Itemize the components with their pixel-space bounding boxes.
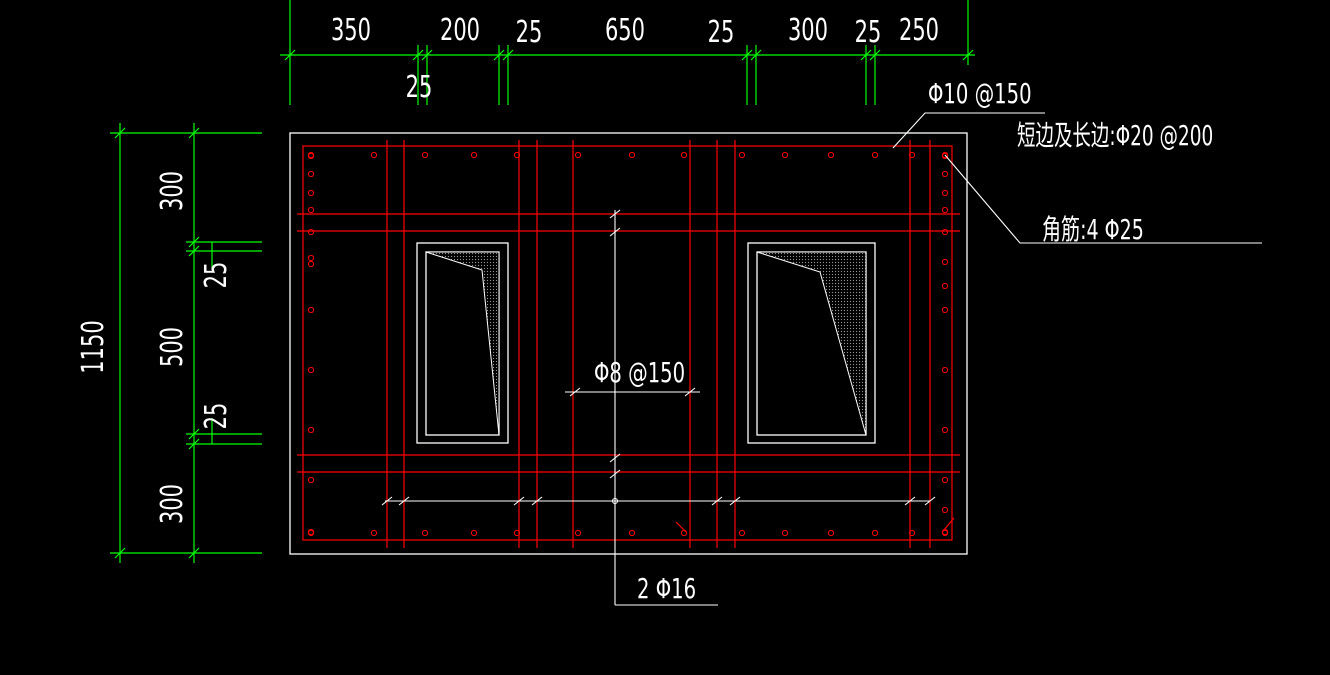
- rebar-dot: [680, 151, 688, 159]
- callout-tie: Φ8 @150: [594, 357, 685, 389]
- rebar-dot: [941, 366, 949, 374]
- rebar-dot: [628, 151, 636, 159]
- top-dim-200: 200: [440, 13, 480, 48]
- rebar-dot: [421, 529, 429, 537]
- rebar-dot: [781, 529, 789, 537]
- top-dim-25-lower: 25: [406, 70, 433, 105]
- rebar-dot: [307, 206, 315, 214]
- rebar-dot: [370, 529, 378, 537]
- rebar-dot: [370, 151, 378, 159]
- rebar-dot: [307, 152, 315, 160]
- rebar-dot: [307, 228, 315, 236]
- callout-leaders: [381, 112, 1262, 606]
- rebar-dot: [574, 529, 582, 537]
- left-dim-25-bottom: 25: [199, 403, 234, 430]
- rebar-dot: [307, 528, 315, 536]
- left-dimension-labels: 1150 300 25 500 25 300: [76, 171, 234, 524]
- rebar-dot: [871, 151, 879, 159]
- rebar-dot: [908, 151, 916, 159]
- rebar-dot: [941, 476, 949, 484]
- left-dim-25-top: 25: [199, 262, 234, 289]
- corner-hooks: [675, 517, 955, 533]
- top-dimension-labels: 350 200 25 650 25 300 25 250 25: [331, 13, 939, 105]
- rebar-dot: [307, 306, 315, 314]
- rebar-dot: [941, 282, 949, 290]
- rebar-dot: [628, 529, 636, 537]
- outer-boundary: [289, 132, 968, 555]
- right-opening-outer: [747, 242, 876, 444]
- top-dim-25c: 25: [855, 15, 882, 50]
- rebar-dot: [513, 529, 521, 537]
- rebar-dots: [307, 151, 949, 537]
- rebar-dot: [871, 529, 879, 537]
- left-dim-1150: 1150: [76, 320, 111, 373]
- rebar-dot: [307, 254, 315, 262]
- rebar-dot: [307, 189, 315, 197]
- top-dim-250: 250: [899, 13, 939, 48]
- rebar-dot: [738, 529, 746, 537]
- callout-side-bars: 短边及长边:Φ20 @200: [1017, 119, 1213, 152]
- rebar-dot: [738, 151, 746, 159]
- rebar-dot: [421, 151, 429, 159]
- callout-labels: Φ10 @150 短边及长边:Φ20 @200 角筋:4 Φ25 Φ8 @150…: [594, 78, 1213, 605]
- rebar-dot: [307, 366, 315, 374]
- rebar-dot: [470, 151, 478, 159]
- rebar-dot: [941, 170, 949, 178]
- rebar-dot: [781, 151, 789, 159]
- rebar-dot: [908, 529, 916, 537]
- left-opening-outer: [416, 242, 509, 444]
- callout-stirrup: Φ10 @150: [928, 78, 1032, 110]
- top-dim-300: 300: [788, 13, 828, 48]
- rebar-dot: [941, 306, 949, 314]
- rebar-dot: [307, 260, 315, 268]
- rebar-dot: [513, 151, 521, 159]
- callout-bottom-bars: 2 Φ16: [637, 573, 696, 605]
- rebar-dot: [827, 529, 835, 537]
- callout-corner-bars: 角筋:4 Φ25: [1042, 213, 1144, 246]
- rebar-dot: [307, 426, 315, 434]
- rebar-dot: [574, 151, 582, 159]
- rebar-dot: [307, 170, 315, 178]
- rebar-dot: [307, 476, 315, 484]
- rebar-dot: [941, 206, 949, 214]
- rebar-lines: [297, 140, 960, 548]
- left-dim-300-bottom: 300: [155, 484, 190, 524]
- rebar-dot: [941, 258, 949, 266]
- rebar-dot: [941, 506, 949, 514]
- top-dim-25a: 25: [516, 15, 543, 50]
- rebar-dot: [941, 152, 949, 160]
- rebar-dot: [941, 426, 949, 434]
- top-dim-25b: 25: [708, 15, 735, 50]
- top-dim-650: 650: [605, 13, 645, 48]
- left-dimension-lines: [110, 123, 262, 563]
- top-dimension-lines: [280, 0, 975, 105]
- left-dim-500: 500: [155, 327, 190, 367]
- rebar-dot: [827, 151, 835, 159]
- rebar-dot: [941, 189, 949, 197]
- top-dim-350: 350: [331, 13, 371, 48]
- left-dim-300-top: 300: [155, 171, 190, 211]
- opening-hatching: [425, 251, 867, 436]
- rebar-dot: [941, 228, 949, 236]
- rebar-dot: [470, 529, 478, 537]
